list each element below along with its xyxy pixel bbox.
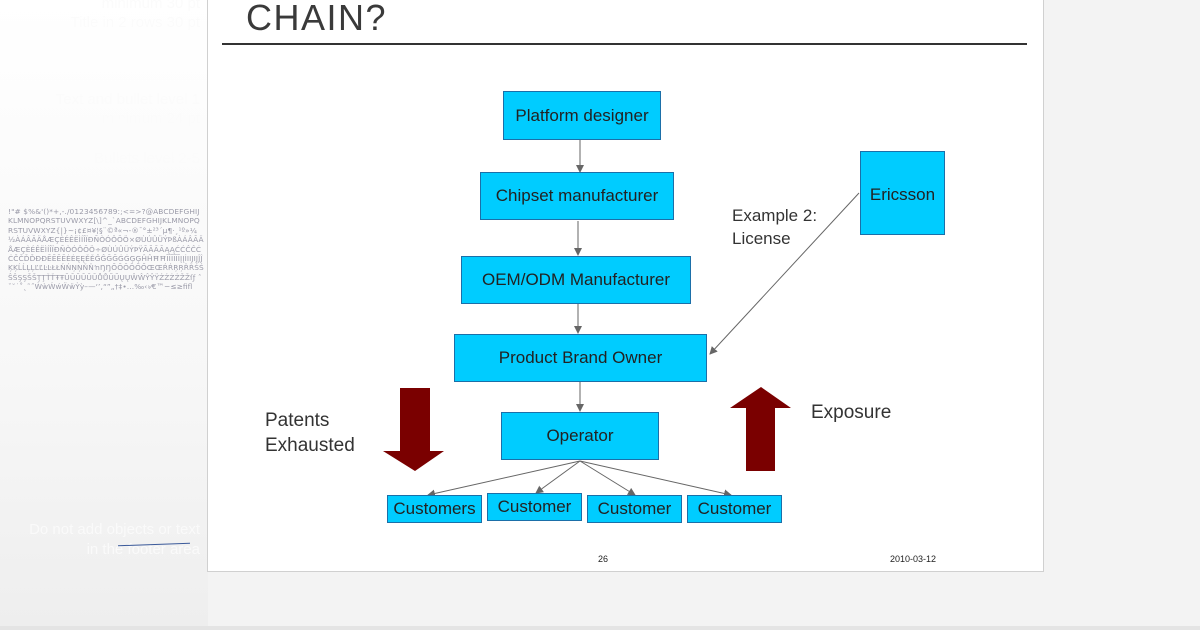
- ghost-note-bullets: Bullets level 2-5 minimum 20 pt: [94, 149, 200, 187]
- arrow-operator-to-customer-3: [579, 460, 636, 496]
- ghost-note-text: Text and bullet level 1 minimum 24 pt: [56, 90, 200, 128]
- slide-title: CHAIN?: [246, 0, 388, 38]
- chipset-manufacturer-box: Chipset manufacturer: [480, 172, 674, 220]
- product-brand-owner-box: Product Brand Owner: [454, 334, 707, 382]
- oem-odm-manufacturer-box: OEM/ODM Manufacturer: [461, 256, 691, 304]
- down-arrow-shape: [383, 388, 444, 471]
- exhausted-label-line: Exhausted: [265, 435, 355, 456]
- customer-box: Customer: [487, 493, 582, 521]
- ghost-note-line: minimum 24 pt: [101, 110, 200, 127]
- arrow-operator-to-customer-4: [579, 460, 732, 498]
- patents-exhausted-label: Patents Exhausted: [265, 408, 355, 458]
- ghost-note-line: Text and bullet level 1: [55, 91, 200, 108]
- arrow-operator-to-customer-2: [535, 460, 581, 494]
- arrow-operator-to-customers: [427, 460, 581, 498]
- ghost-note-line: minimum 20 pt: [101, 169, 200, 186]
- arrow-ericsson-to-brand: [709, 192, 860, 355]
- page-number: 26: [598, 554, 609, 564]
- character-map: !"# $%&'()*+,-./0123456789:;<=>?@ABCDEFG…: [8, 207, 204, 292]
- ericsson-box: Ericsson: [860, 151, 945, 235]
- customer-box: Customer: [587, 495, 682, 523]
- patents-label-line: Patents: [265, 410, 330, 431]
- license-label-line: License: [732, 229, 791, 248]
- bottom-bar: [0, 626, 1200, 630]
- exposure-label: Exposure: [811, 402, 892, 423]
- footer-warning-line: in the footer area: [86, 541, 200, 558]
- ghost-note-line: Bullets level 2-5: [94, 150, 200, 167]
- customers-box: Customers: [387, 495, 482, 523]
- slide: CHAIN? Platform designer Chipset manufac…: [207, 0, 1044, 572]
- ghost-note-line: Title in 2 rows 30 pt: [70, 14, 201, 31]
- customer-box: Customer: [687, 495, 782, 523]
- example-label-line: Example 2:: [732, 206, 818, 225]
- operator-box: Operator: [501, 412, 659, 460]
- ghost-note-line: minimum 30 pt: [101, 0, 200, 12]
- up-arrow-shape: [730, 387, 791, 471]
- footer-warning: Do not add objects or text in the footer…: [29, 520, 200, 560]
- background-panel: [0, 0, 208, 630]
- ghost-note-title: minimum 30 pt Title in 2 rows 30 pt: [71, 0, 201, 32]
- platform-designer-box: Platform designer: [503, 91, 661, 140]
- example-license-label: Example 2: License: [732, 204, 817, 250]
- diagram-connectors: [383, 139, 860, 498]
- slide-date: 2010-03-12: [890, 554, 937, 564]
- title-rule: [222, 43, 1027, 45]
- footer-warning-line: Do not add objects or text: [29, 521, 200, 538]
